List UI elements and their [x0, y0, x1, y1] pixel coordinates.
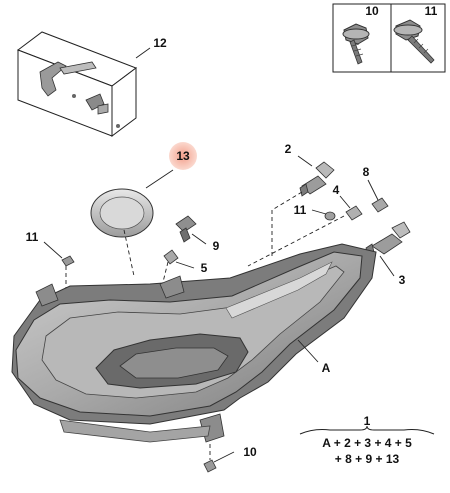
callout-1: 1: [364, 414, 371, 428]
callout-10-bottom: 10: [243, 445, 257, 459]
callout-11-middle: 11: [294, 203, 307, 217]
callout-3: 3: [399, 273, 406, 287]
headlamp-cap-part: 13: [90, 142, 197, 277]
bracket-kit-box: 12: [16, 31, 167, 137]
callout-A: A: [322, 361, 331, 375]
bulb-2-part: 2: [271, 142, 335, 256]
bolt-10-bottom-part: 10: [203, 444, 257, 473]
formula-line-2: + 8 + 9 + 13: [335, 452, 400, 466]
assembly-formula: 1 A + 2 + 3 + 4 + 5 + 8 + 9 + 13: [299, 414, 435, 466]
callout-8: 8: [363, 165, 370, 179]
callout-5: 5: [201, 261, 208, 275]
bulb-4-part: 4: [333, 183, 363, 221]
fastener-inset-box: 10 11: [332, 3, 446, 73]
screw-11-left-part: 11: [26, 230, 75, 296]
callout-9: 9: [213, 239, 220, 253]
callout-10-inset: 10: [365, 4, 379, 18]
callout-11-inset: 11: [425, 4, 438, 18]
callout-13: 13: [176, 149, 190, 163]
bulb-holder-9-part: 9: [175, 215, 220, 253]
highlight-marker: [169, 142, 197, 170]
bulb-5-part: 5: [161, 249, 208, 287]
callout-11-left: 11: [26, 230, 39, 244]
formula-brace: [299, 425, 435, 435]
headlamp-housing: A: [11, 243, 377, 443]
bracket-part-icon: [39, 61, 120, 128]
callout-12: 12: [153, 36, 167, 50]
callout-4: 4: [333, 183, 340, 197]
formula-line-1: A + 2 + 3 + 4 + 5: [322, 436, 412, 450]
flange-bolt-icon: [342, 23, 370, 65]
screw-11-middle-part: 11: [294, 203, 336, 221]
callout-2: 2: [285, 142, 292, 156]
flange-screw-icon: [393, 19, 435, 64]
bulb-8-part: 8: [363, 165, 389, 213]
